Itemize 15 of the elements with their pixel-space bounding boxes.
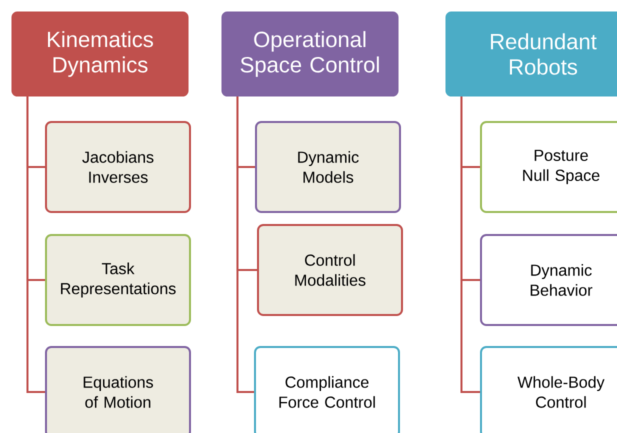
header-box: Redundant Robots — [445, 11, 617, 97]
topic-box: Jacobians Inverses — [45, 121, 191, 213]
topic-box: Task Representations — [45, 234, 191, 326]
topic-box: Whole-Body Control — [480, 346, 617, 433]
topic-box: Compliance Force Control — [254, 346, 400, 433]
header-box: Operational Space Control — [221, 11, 399, 97]
topic-box: Equations of Motion — [45, 346, 191, 433]
connector-line — [236, 96, 254, 393]
topic-box: Posture Null Space — [480, 121, 617, 213]
connector-line — [26, 96, 45, 393]
topic-box: Dynamic Models — [255, 121, 401, 213]
topic-box: Control Modalities — [257, 224, 403, 316]
connector-line — [460, 96, 480, 393]
header-box: Kinematics Dynamics — [11, 11, 189, 97]
topic-box: Dynamic Behavior — [480, 234, 617, 326]
